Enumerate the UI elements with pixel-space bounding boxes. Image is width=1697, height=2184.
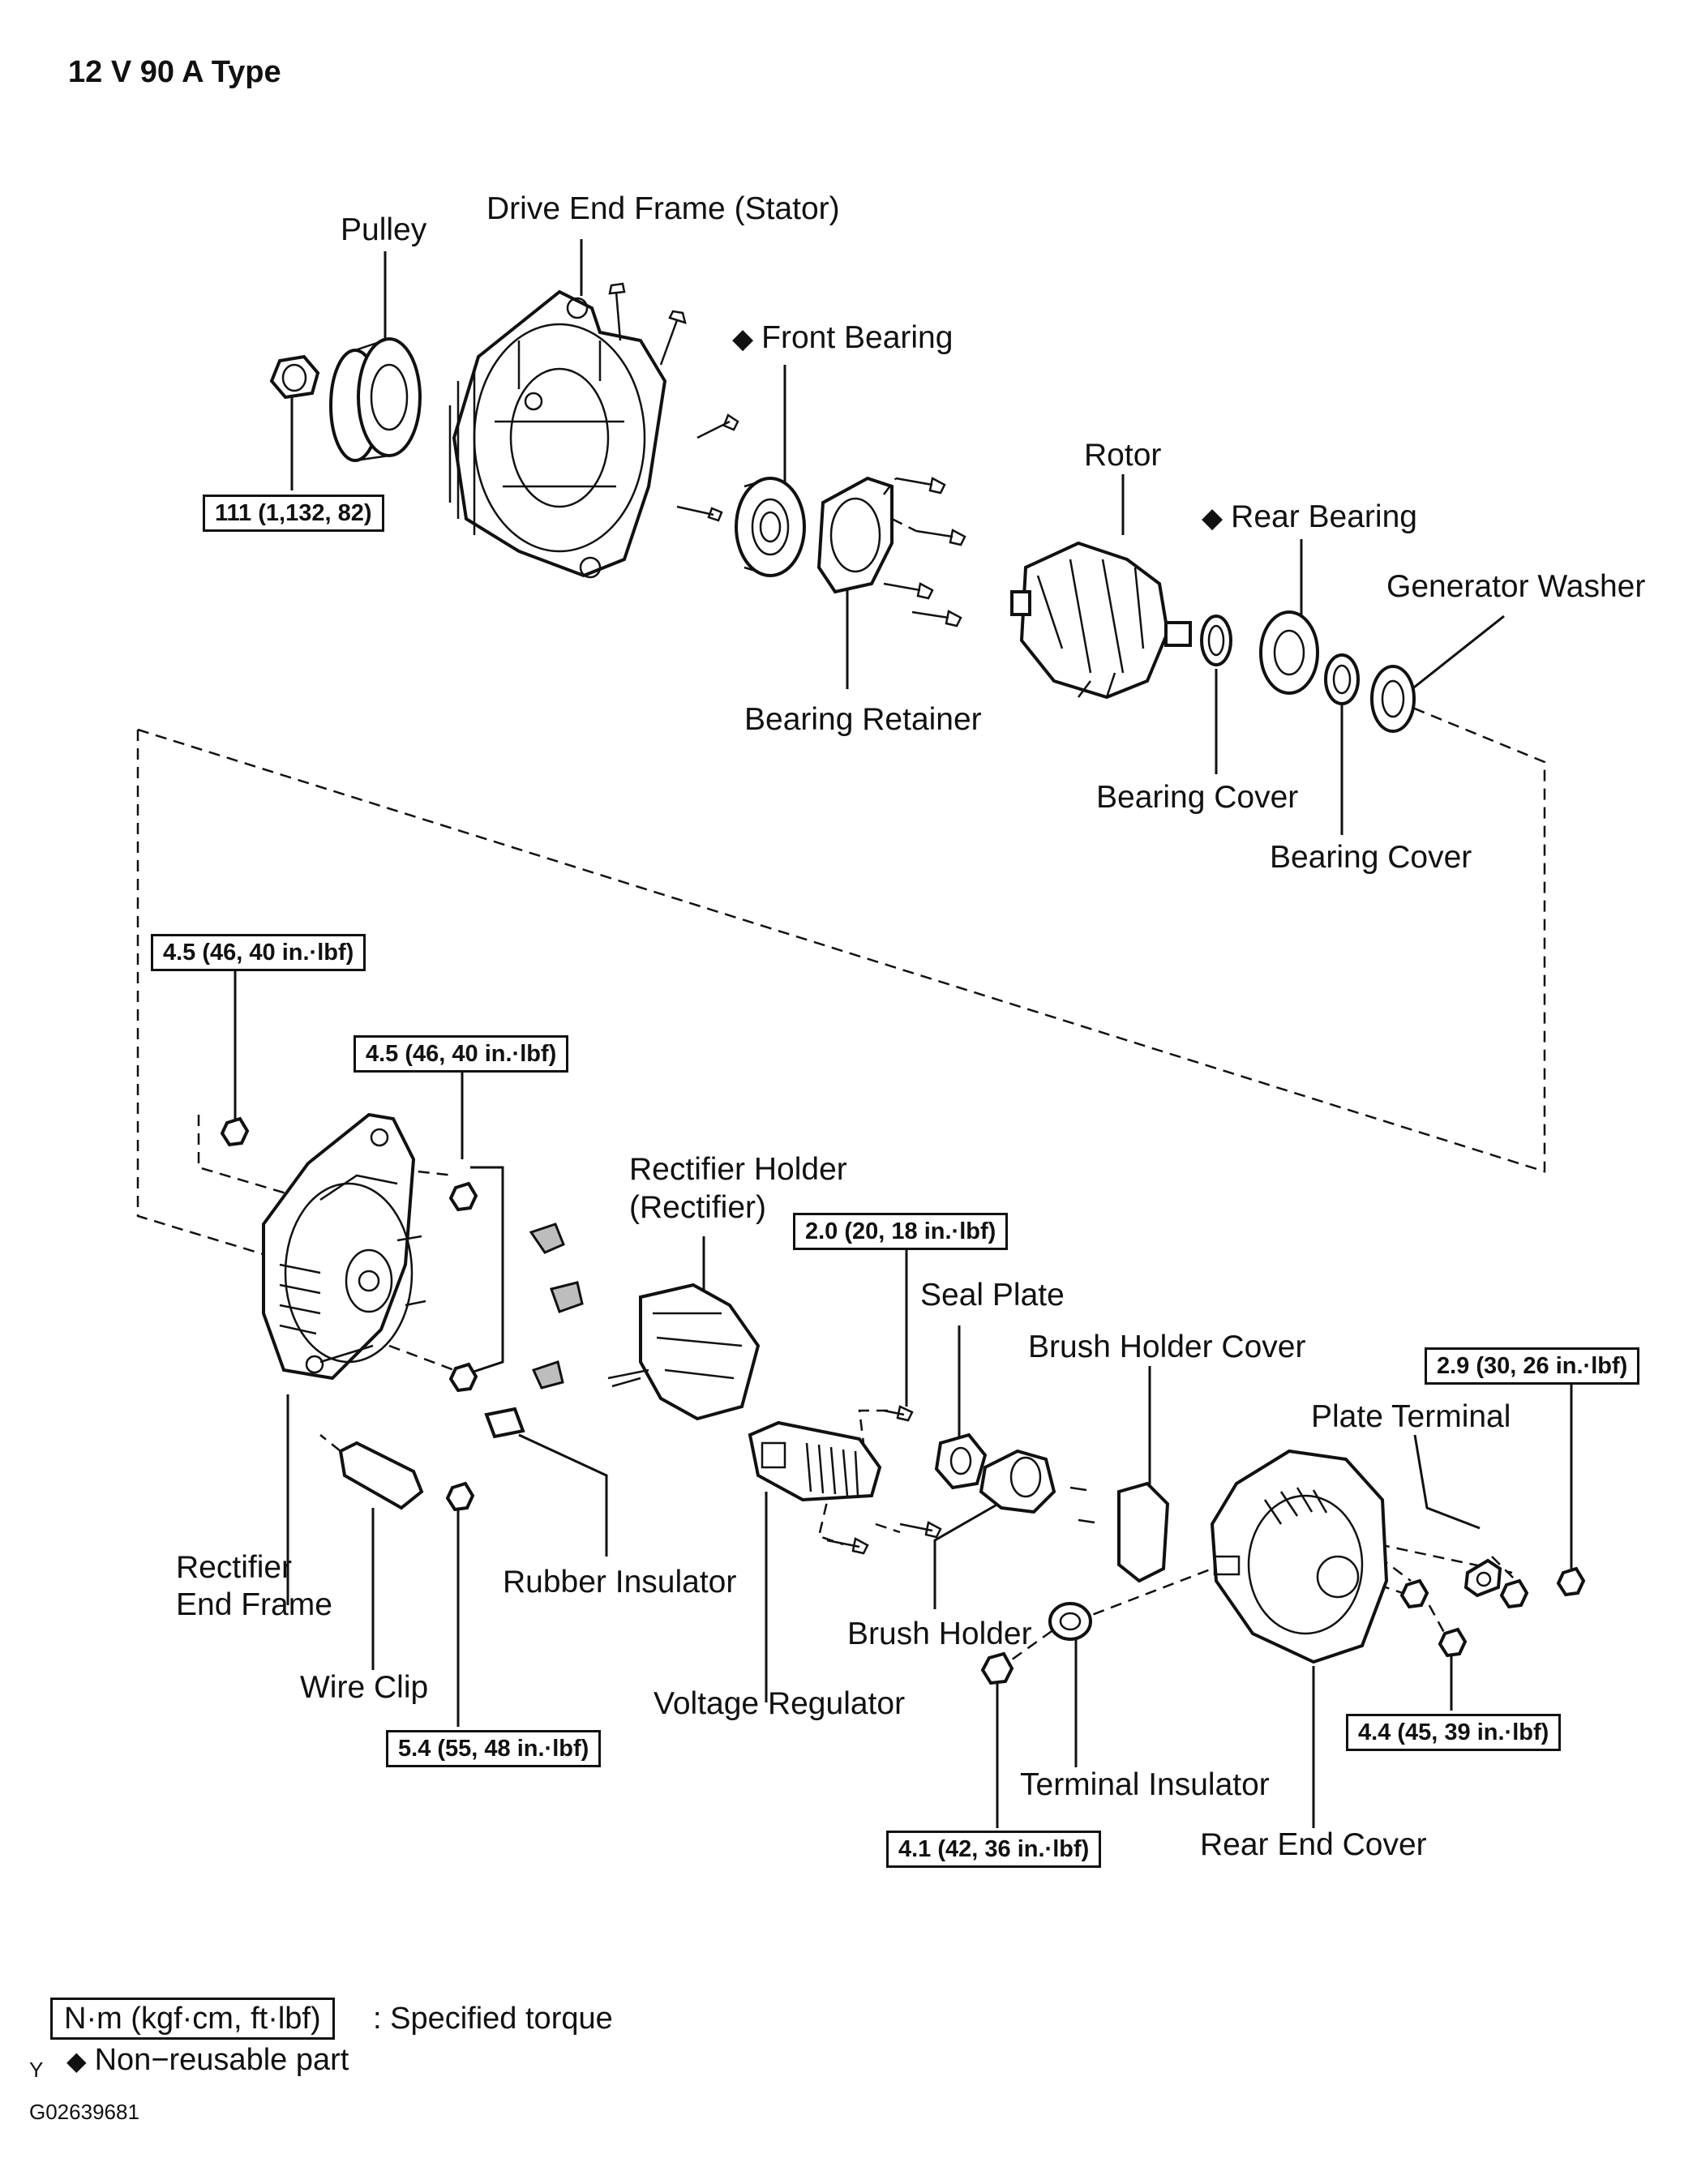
- dash-terminal-insulator: [996, 1567, 1213, 1672]
- label-rotor: Rotor: [1084, 438, 1162, 473]
- label-bearing-cover-1: Bearing Cover: [1096, 780, 1299, 815]
- dash-nut-b: [380, 1166, 455, 1372]
- label-rectifier-end-frame-sub: End Frame: [176, 1587, 332, 1622]
- torque-plate-terminal-nut: 2.9 (30, 26 in.·lbf): [1425, 1347, 1640, 1385]
- plate-terminal-bolt-shape: [1556, 1566, 1586, 1597]
- wire-clip-shape: [319, 1434, 424, 1510]
- rear-cover-nut-2-shape: [1438, 1627, 1468, 1658]
- brush-holder-shape: [979, 1449, 1095, 1524]
- retainer-screws: [883, 477, 966, 627]
- label-pulley: Pulley: [341, 212, 427, 247]
- label-brush-holder: Brush Holder: [847, 1617, 1032, 1651]
- small-insulators: [484, 1223, 584, 1439]
- label-generator-washer: Generator Washer: [1386, 569, 1646, 604]
- rear-end-cover-shape: [1210, 1449, 1389, 1664]
- leader-generator-washer: [1406, 615, 1505, 695]
- bearing-cover-2-shape: [1324, 653, 1360, 705]
- generator-washer-shape: [1370, 665, 1416, 733]
- legend-torque-text: : Specified torque: [373, 2002, 613, 2036]
- label-bearing-retainer: Bearing Retainer: [744, 702, 982, 737]
- terminal-insulator-shape: [1048, 1602, 1092, 1641]
- label-brush-holder-cover: Brush Holder Cover: [1028, 1330, 1306, 1364]
- legend-torque-box: N·m (kgf·cm, ft·lbf): [50, 1998, 335, 2040]
- rotor-shape: [1010, 541, 1192, 700]
- non-reusable-diamond-icon: ◆: [732, 323, 754, 354]
- leader-plate-terminal: [1413, 1434, 1481, 1530]
- rear-cover-nut-1-shape: [1399, 1578, 1429, 1609]
- label-plate-terminal: Plate Terminal: [1311, 1399, 1511, 1434]
- label-seal-plate: Seal Plate: [920, 1278, 1065, 1313]
- non-reusable-diamond-icon: ◆: [1202, 503, 1223, 533]
- torque-regulator-screw: 2.0 (20, 18 in.·lbf): [793, 1213, 1009, 1250]
- assembly-dash-right: [137, 704, 1546, 1173]
- torque-pulley-nut: 111 (1,132, 82): [203, 495, 384, 532]
- rear-bearing-shape: [1259, 610, 1319, 695]
- legend-nonreusable: ◆Non−reusable part: [66, 2043, 349, 2077]
- regulator-screws: [826, 1405, 942, 1555]
- label-terminal-insulator: Terminal Insulator: [1020, 1767, 1270, 1802]
- label-front-bearing: ◆Front Bearing: [732, 320, 953, 355]
- front-bearing-shape: [735, 477, 806, 577]
- label-rubber-insulator: Rubber Insulator: [503, 1565, 737, 1599]
- brush-holder-cover-shape: [1117, 1481, 1170, 1583]
- label-bearing-cover-2: Bearing Cover: [1270, 840, 1472, 875]
- label-rear-end-cover: Rear End Cover: [1200, 1827, 1427, 1862]
- torque-terminal-nut: 4.1 (42, 36 in.·lbf): [886, 1831, 1102, 1868]
- label-wire-clip: Wire Clip: [300, 1670, 429, 1705]
- rectifier-end-frame-shape: [262, 1112, 426, 1381]
- non-reusable-diamond-icon: ◆: [66, 2046, 87, 2075]
- torque-wire-clip-nut: 5.4 (55, 48 in.·lbf): [386, 1730, 602, 1767]
- drive-end-frame-shape: [448, 289, 667, 579]
- voltage-regulator-shape: [748, 1420, 882, 1502]
- bearing-cover-1-shape: [1200, 615, 1232, 666]
- pulley-nut-shape: [269, 354, 320, 400]
- dash-rear-cover: [1378, 1543, 1513, 1647]
- torque-end-frame-nut-a: 4.5 (46, 40 in.·lbf): [151, 934, 366, 971]
- label-rectifier-end-frame: Rectifier: [176, 1550, 293, 1585]
- label-rear-bearing: ◆Rear Bearing: [1202, 499, 1417, 534]
- torque-rear-cover-nut: 4.4 (45, 39 in.·lbf): [1346, 1714, 1562, 1751]
- dash-regulator-2: [875, 1522, 901, 1534]
- plate-terminal-shape: [1463, 1558, 1502, 1598]
- drive-frame-bolts: [608, 282, 739, 522]
- bearing-retainer-shape: [816, 476, 893, 594]
- bracket-nut-b: [465, 1166, 504, 1376]
- terminal-nut-shape: [980, 1651, 1014, 1685]
- pulley-shape: [329, 337, 422, 462]
- torque-end-frame-nut-b: 4.5 (46, 40 in.·lbf): [354, 1035, 569, 1073]
- dash-plate-terminal: [1491, 1556, 1517, 1582]
- end-frame-nuts: [220, 1116, 478, 1512]
- plate-terminal-nut-shape: [1499, 1578, 1529, 1609]
- label-voltage-regulator: Voltage Regulator: [654, 1686, 906, 1721]
- label-drive-end-frame: Drive End Frame (Stator): [486, 191, 840, 226]
- label-rectifier-holder: Rectifier Holder: [629, 1152, 847, 1187]
- seal-plate-shape: [934, 1432, 988, 1490]
- leader-rubber-insulator: [518, 1433, 608, 1557]
- figure-code: G02639681: [29, 2100, 139, 2124]
- diagram-title: 12 V 90 A Type: [68, 55, 281, 89]
- label-rectifier-holder-sub: (Rectifier): [629, 1190, 767, 1225]
- leader-brush-holder: [933, 1498, 1006, 1609]
- footer-mark: Y: [29, 2058, 44, 2082]
- rectifier-holder-shape: [607, 1283, 761, 1421]
